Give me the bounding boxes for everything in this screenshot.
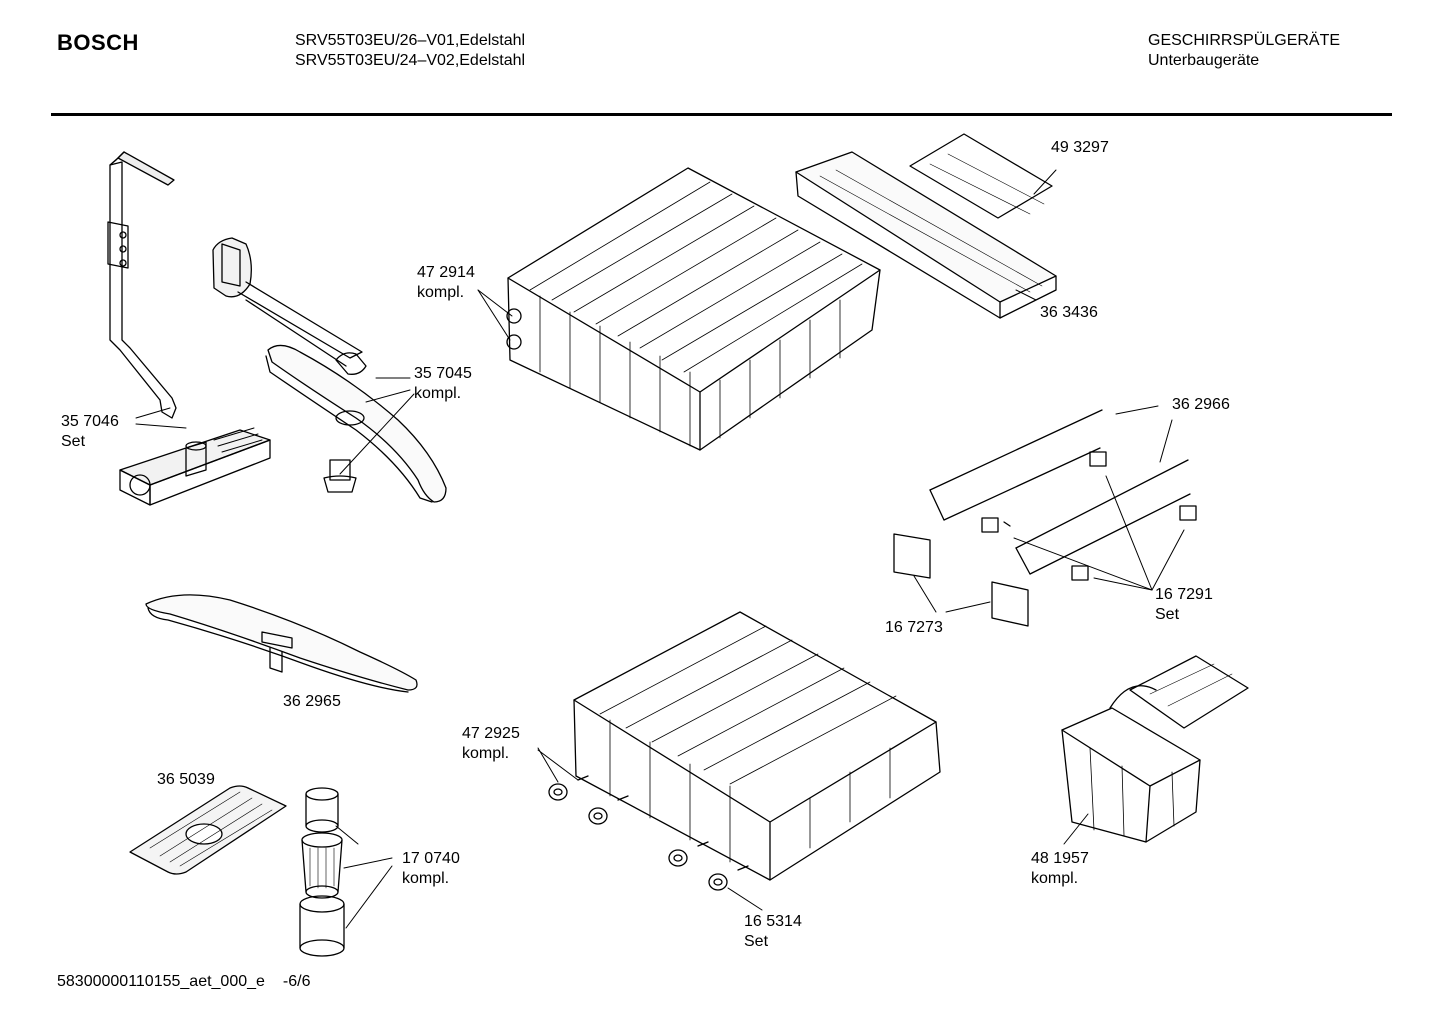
- part-number: 16 5314: [744, 913, 802, 930]
- cutlery-tray-illustration: [795, 133, 1057, 319]
- sump-base-illustration: [119, 427, 271, 506]
- middle-spray-arm-illustration: [265, 344, 447, 503]
- part-number: 35 7046: [61, 413, 119, 430]
- part-note: Set: [1155, 606, 1180, 623]
- part-number: 36 2965: [283, 693, 341, 710]
- supply-pipe-illustration: [107, 151, 177, 419]
- part-number: 49 3297: [1051, 139, 1109, 156]
- part-number: 17 0740: [402, 850, 460, 867]
- part-label-472914: 47 2914 kompl.: [417, 263, 475, 303]
- part-label-481957: 48 1957 kompl.: [1031, 849, 1089, 889]
- part-note: kompl.: [414, 385, 462, 402]
- filter-plate-illustration: [129, 785, 287, 875]
- part-label-365039: 36 5039: [157, 770, 215, 790]
- upper-basket-illustration: [506, 167, 881, 451]
- part-note: kompl.: [417, 284, 465, 301]
- part-note: Set: [61, 433, 86, 450]
- part-label-167273: 16 7273: [885, 618, 943, 638]
- part-number: 35 7045: [414, 365, 472, 382]
- part-label-362966: 36 2966: [1172, 395, 1230, 415]
- brand-logo: BOSCH: [57, 30, 139, 55]
- part-number: 16 7291: [1155, 586, 1213, 603]
- part-number: 47 2914: [417, 264, 475, 281]
- category-block: GESCHIRRSPÜLGERÄTE Unterbaugeräte: [1148, 31, 1340, 71]
- part-number: 36 2966: [1172, 396, 1230, 413]
- part-note: kompl.: [462, 745, 510, 762]
- lower-spray-arm-illustration: [145, 594, 418, 693]
- part-number: 16 7273: [885, 619, 943, 636]
- lower-basket-illustration: [573, 611, 941, 881]
- part-label-493297: 49 3297: [1051, 138, 1109, 158]
- part-number: 36 3436: [1040, 304, 1098, 321]
- page-number: -6/6: [282, 973, 311, 990]
- part-label-472925: 47 2925 kompl.: [462, 724, 520, 764]
- cutlery-basket-illustration: [1061, 655, 1249, 843]
- part-label-165314: 16 5314 Set: [744, 912, 802, 952]
- document-id: 58300000110155_aet_000_e: [57, 973, 265, 990]
- upper-spray-arm-illustration: [212, 237, 367, 375]
- part-label-357045: 35 7045 kompl.: [414, 364, 472, 404]
- part-number: 47 2925: [462, 725, 520, 742]
- part-note: kompl.: [402, 870, 450, 887]
- part-note: kompl.: [1031, 870, 1079, 887]
- part-number: 36 5039: [157, 771, 215, 788]
- category-title: GESCHIRRSPÜLGERÄTE: [1148, 32, 1341, 49]
- header-divider: [51, 113, 1392, 116]
- model-line: SRV55T03EU/26–V01,Edelstahl: [295, 32, 526, 49]
- leader-lines: [135, 169, 1185, 929]
- part-label-362965: 36 2965: [283, 692, 341, 712]
- part-label-357046: 35 7046 Set: [61, 412, 119, 452]
- tine-rows-illustration: [893, 409, 1197, 627]
- filter-stack-illustration: [299, 787, 345, 957]
- model-list: SRV55T03EU/26–V01,Edelstahl SRV55T03EU/2…: [295, 31, 525, 71]
- model-line: SRV55T03EU/24–V02,Edelstahl: [295, 52, 526, 69]
- basket-wheels-illustration: [548, 775, 749, 891]
- footer: 58300000110155_aet_000_e -6/6: [57, 973, 311, 991]
- part-label-363436: 36 3436: [1040, 303, 1098, 323]
- part-label-170740: 17 0740 kompl.: [402, 849, 460, 889]
- part-note: Set: [744, 933, 769, 950]
- part-number: 48 1957: [1031, 850, 1089, 867]
- part-label-167291: 16 7291 Set: [1155, 585, 1213, 625]
- category-subtitle: Unterbaugeräte: [1148, 52, 1260, 69]
